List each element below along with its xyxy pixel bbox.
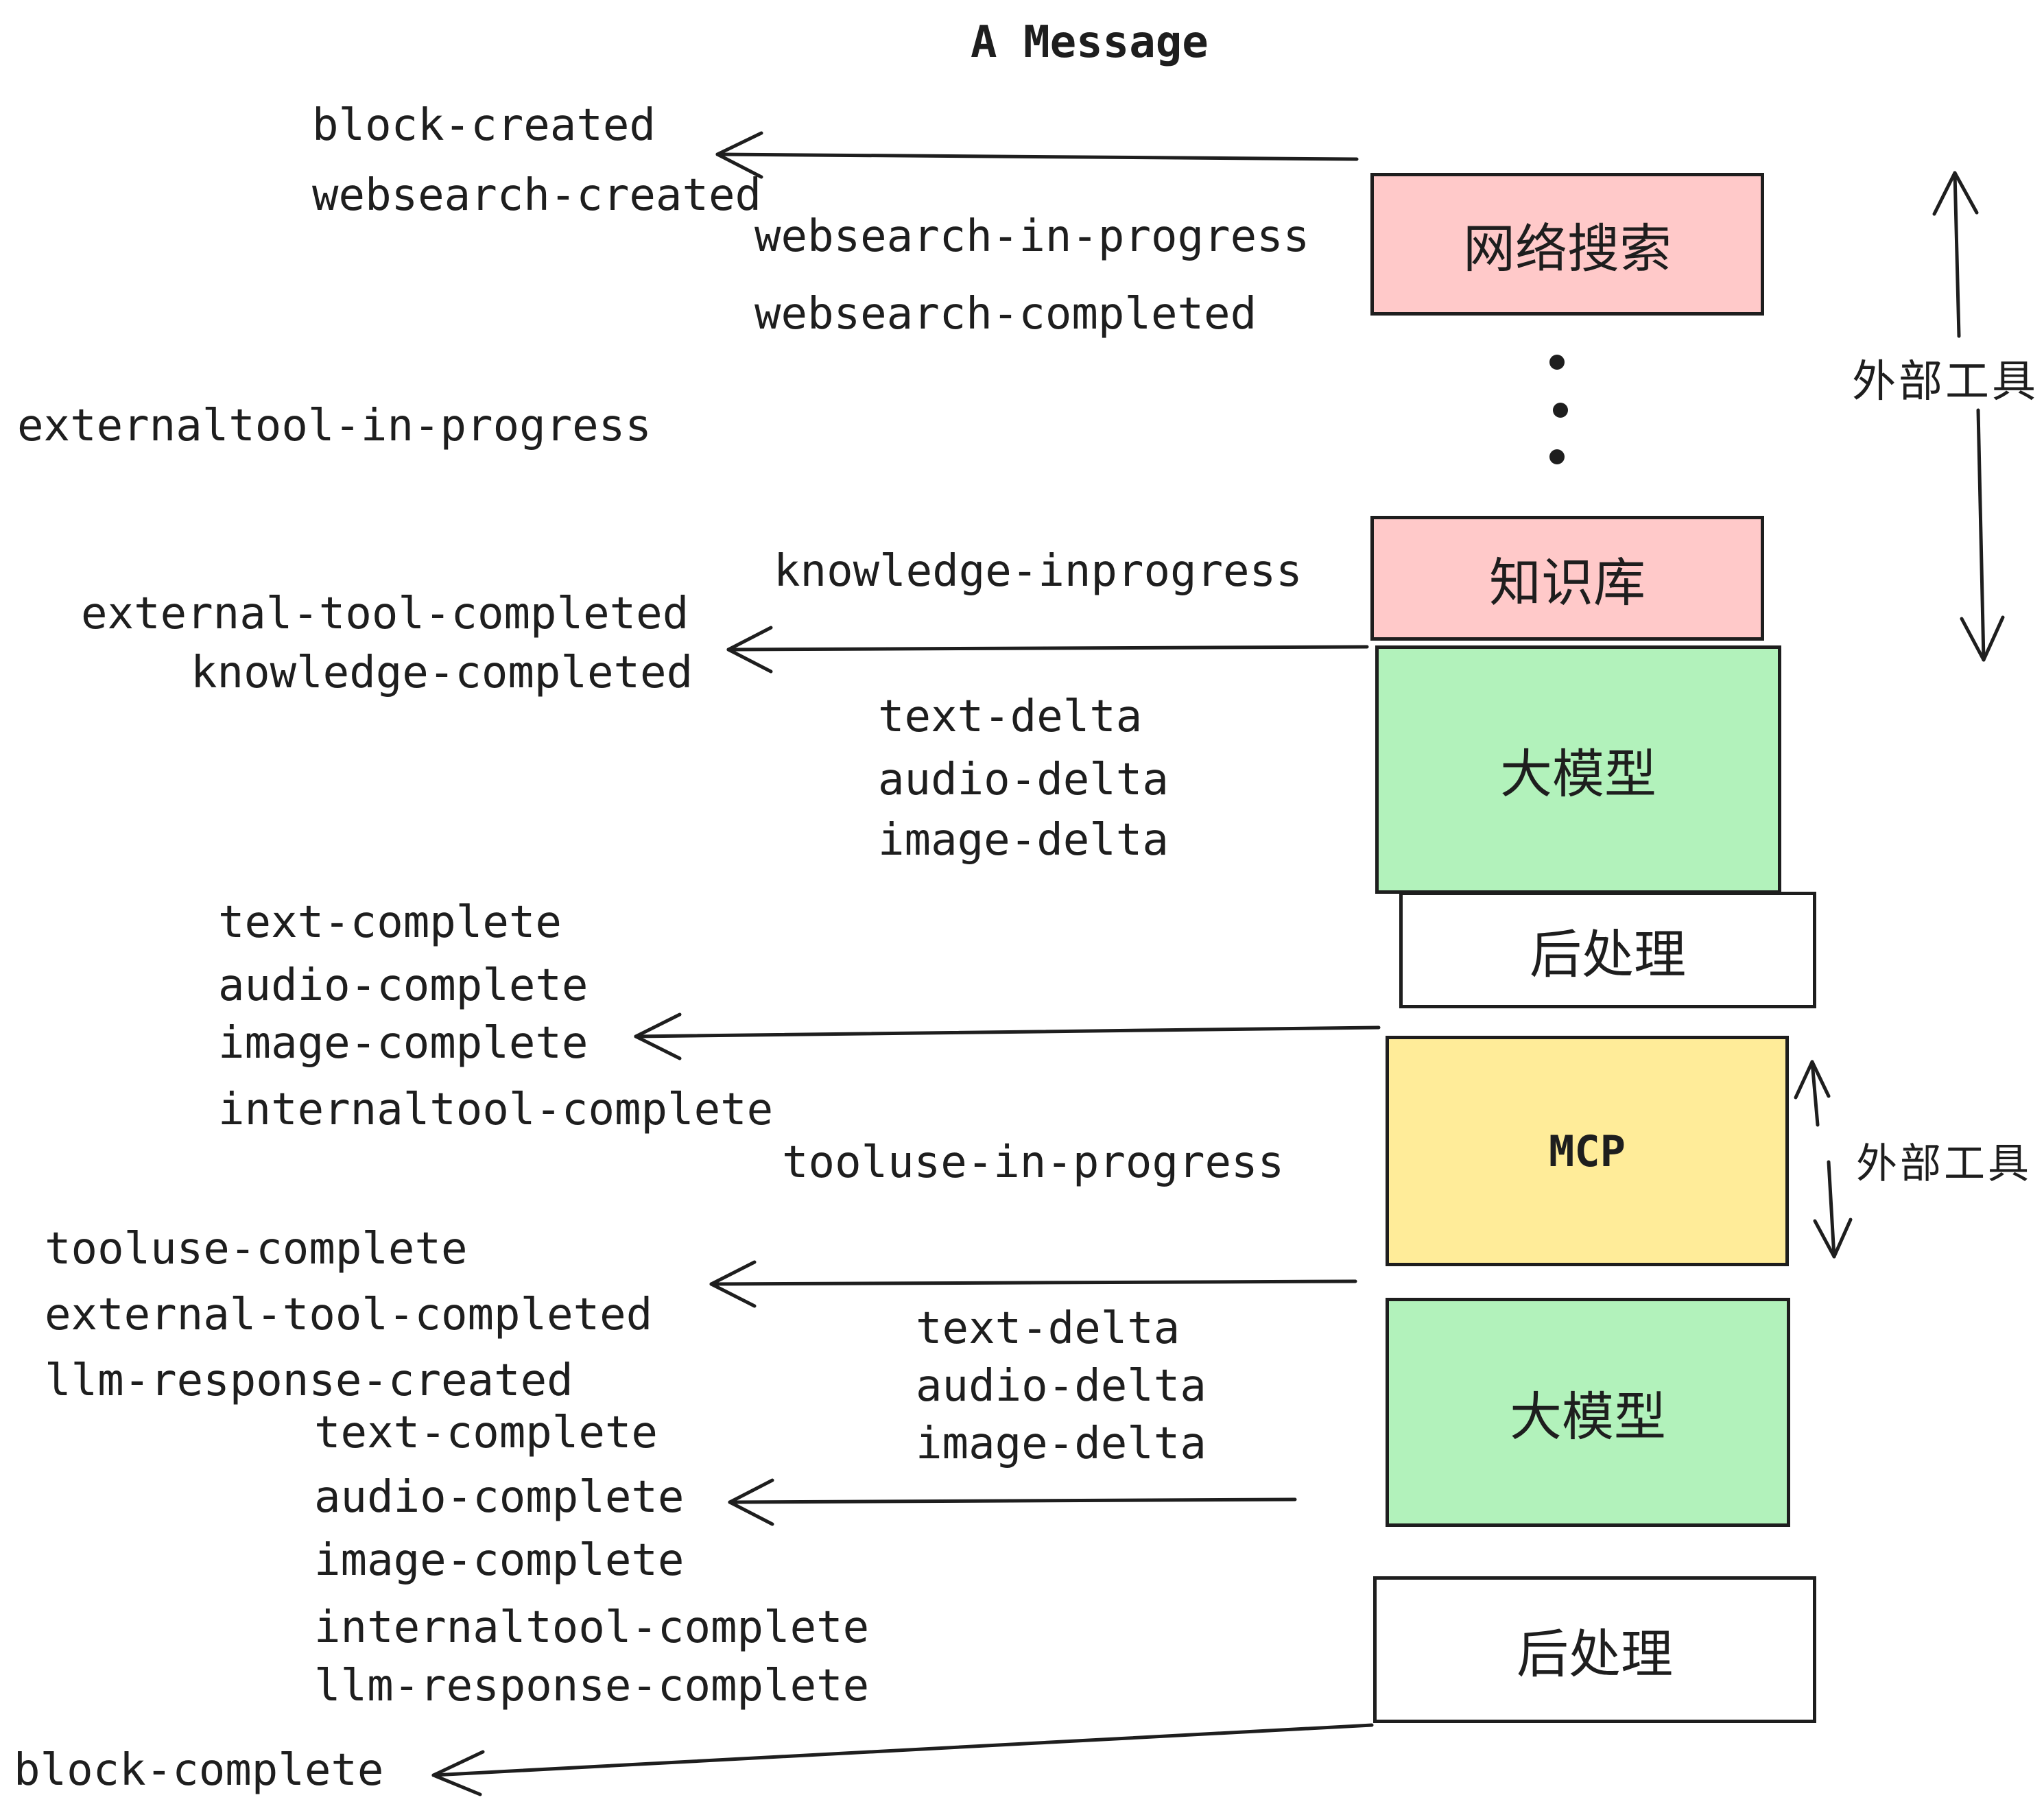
diagram-title: A Message (971, 17, 1209, 68)
event-llm-response-created: llm-response-created (45, 1355, 573, 1406)
event-text-delta-1: text-delta (878, 691, 1143, 742)
box-llm-2: 大模型 (1386, 1298, 1790, 1527)
event-audio-complete-1: audio-complete (218, 960, 589, 1011)
event-audio-delta-1: audio-delta (878, 755, 1169, 805)
event-websearch-created: websearch-created (312, 170, 762, 221)
external-tools-2-down-arrow (1813, 1160, 1853, 1259)
box-postprocess-2-label: 后处理 (1517, 1624, 1673, 1685)
event-externaltool-in-progress: externaltool-in-progress (17, 401, 652, 451)
event-internaltool-complete-2: internaltool-complete (314, 1602, 870, 1653)
event-image-complete-2: image-complete (314, 1535, 685, 1586)
event-text-complete-2: text-complete (314, 1408, 658, 1458)
box-mcp: MCP (1386, 1036, 1789, 1266)
event-audio-delta-2: audio-delta (916, 1361, 1207, 1412)
event-text-delta-2: text-delta (916, 1303, 1180, 1354)
box-knowledge-label: 知识库 (1489, 552, 1645, 613)
external-tools-1-up-arrow (1932, 171, 1979, 338)
external-tools-2-up-arrow (1794, 1060, 1831, 1127)
label-external-tools-1: 外部工具 (1852, 357, 2039, 407)
box-mcp-label: MCP (1549, 1126, 1626, 1176)
event-tooluse-complete: tooluse-complete (45, 1224, 468, 1274)
event-image-delta-2: image-delta (916, 1419, 1207, 1469)
box-postprocess-1-label: 后处理 (1530, 924, 1686, 985)
event-knowledge-completed: knowledge-completed (191, 648, 693, 698)
box-postprocess-2: 后处理 (1373, 1576, 1816, 1723)
event-llm-response-complete: llm-response-complete (314, 1661, 870, 1711)
box-llm-1-label: 大模型 (1500, 744, 1656, 805)
event-block-complete: block-complete (14, 1745, 384, 1796)
label-external-tools-2: 外部工具 (1856, 1140, 2032, 1188)
arrow-to-tooluse-complete (709, 1260, 1357, 1308)
event-internaltool-complete-1: internaltool-complete (218, 1084, 774, 1135)
event-audio-complete-2: audio-complete (314, 1472, 685, 1523)
event-tooluse-in-progress: tooluse-in-progress (782, 1137, 1285, 1188)
arrow-to-audio-complete (728, 1478, 1297, 1526)
external-tools-1-down-arrow (1960, 408, 2005, 662)
event-knowledge-inprogress: knowledge-inprogress (774, 546, 1303, 597)
event-image-complete-1: image-complete (218, 1018, 589, 1069)
event-text-complete-1: text-complete (218, 897, 562, 948)
box-llm-2-label: 大模型 (1510, 1386, 1666, 1447)
arrow-to-block-complete (431, 1723, 1374, 1796)
arrow-to-image-complete (634, 1012, 1381, 1060)
box-postprocess-1: 后处理 (1399, 892, 1816, 1008)
event-websearch-completed: websearch-completed (754, 289, 1257, 340)
arrow-to-knowledge-completed (726, 626, 1369, 674)
box-knowledge: 知识库 (1370, 516, 1764, 641)
box-websearch: 网络搜索 (1370, 173, 1764, 316)
box-llm-1: 大模型 (1375, 645, 1781, 894)
arrow-to-websearch-created (715, 131, 1359, 179)
box-websearch-label: 网络搜索 (1463, 218, 1672, 279)
event-external-tool-completed-1: external-tool-completed (81, 589, 689, 639)
event-block-created: block-created (312, 100, 656, 151)
event-websearch-in-progress: websearch-in-progress (754, 211, 1310, 262)
ellipsis-dots (1549, 355, 1568, 464)
event-image-delta-1: image-delta (878, 815, 1169, 866)
event-external-tool-completed-2: external-tool-completed (45, 1290, 653, 1340)
